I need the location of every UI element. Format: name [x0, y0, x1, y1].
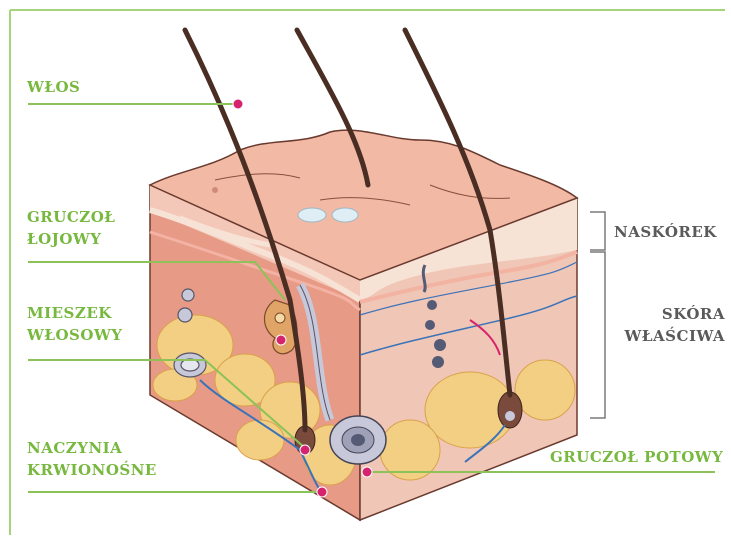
label-gruczol-potowy: GRUCZOŁ POTOWY [550, 446, 723, 468]
bracket-naskorek [590, 212, 605, 250]
pointer-naczynia [317, 487, 327, 497]
pointer-wlos [233, 99, 243, 109]
label-skora-wlasciwa: SKÓRA WŁAŚCIWA [610, 303, 725, 347]
pore-1 [298, 208, 326, 222]
pointer-gruczol-potowy [362, 467, 372, 477]
bracket-skora-wlasciwa [590, 252, 605, 418]
label-naczynia-krwionosne: NACZYNIA KRWIONOŚNE [27, 437, 157, 481]
label-gruczol-lojowy: GRUCZOŁ ŁOJOWY [27, 206, 115, 250]
label-wlos: WŁOS [27, 76, 80, 98]
label-naskorek: NASKÓREK [614, 221, 717, 243]
pore-2 [332, 208, 358, 222]
pointer-gruczol-lojowy [276, 335, 286, 345]
pointer-mieszek [300, 445, 310, 455]
label-mieszek-wlosowy: MIESZEK WŁOSOWY [27, 302, 123, 346]
